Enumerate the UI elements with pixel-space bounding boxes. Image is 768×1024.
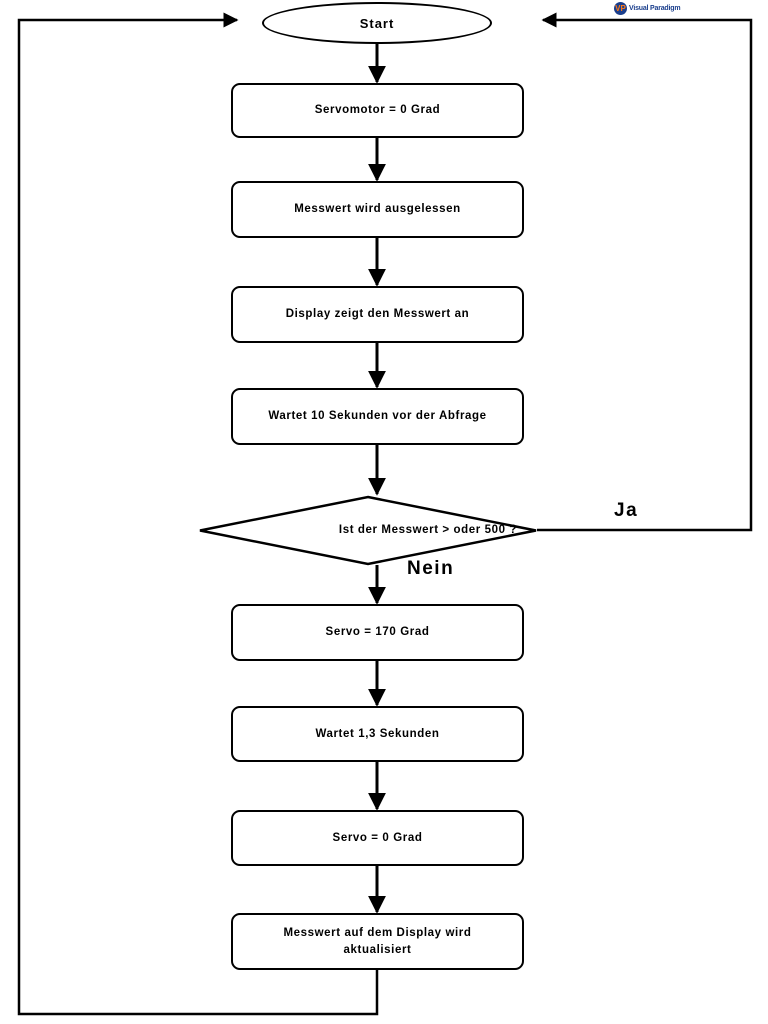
node-label: Wartet 1,3 Sekunden [315,727,440,740]
visual-paradigm-watermark: VP Visual Paradigm [614,2,681,15]
node-start[interactable]: Start [262,2,492,44]
decision-shape [199,495,537,566]
node-wartet-10-sekunden[interactable]: Wartet 10 Sekunden vor der Abfrage [231,388,524,445]
visual-paradigm-logo-icon: VP [614,2,627,15]
node-messwert-ausgelessen[interactable]: Messwert wird ausgelessen [231,181,524,238]
node-display-zeigt-messwert[interactable]: Display zeigt den Messwert an [231,286,524,343]
node-decision-messwert[interactable]: Ist der Messwert > oder 500 ? [198,495,538,566]
watermark-label: Visual Paradigm [629,5,681,12]
node-servomotor-0-grad[interactable]: Servomotor = 0 Grad [231,83,524,138]
node-label: Servo = 0 Grad [332,831,423,844]
node-label: Messwert wird ausgelessen [294,203,461,216]
edge-label-nein: Nein [407,558,455,579]
node-start-label: Start [359,15,395,31]
node-messwert-aktualisiert[interactable]: Messwert auf dem Display wird aktualisie… [231,913,524,970]
node-wartet-1-3-sekunden[interactable]: Wartet 1,3 Sekunden [231,706,524,762]
edge-label-ja: Ja [614,500,639,521]
decision-label: Ist der Messwert > oder 500 ? [338,524,518,537]
node-label: Messwert auf dem Display wird aktualisie… [283,926,472,956]
node-label: Display zeigt den Messwert an [285,308,470,321]
node-label: Servomotor = 0 Grad [314,104,441,117]
node-servo-0-grad[interactable]: Servo = 0 Grad [231,810,524,866]
node-label: Wartet 10 Sekunden vor der Abfrage [268,410,487,423]
node-label: Servo = 170 Grad [325,626,430,639]
node-servo-170-grad[interactable]: Servo = 170 Grad [231,604,524,661]
